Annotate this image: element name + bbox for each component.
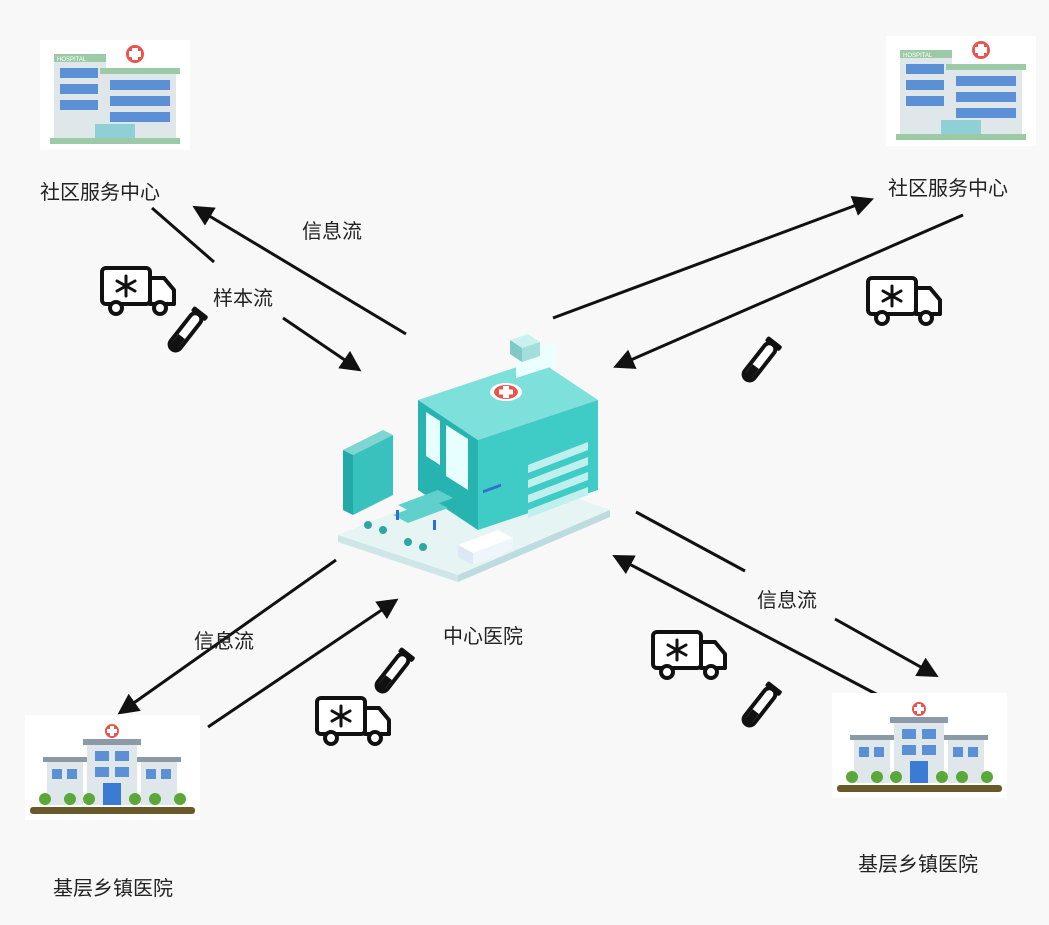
label-township-hospital-bl: 基层乡镇医院 [53, 876, 173, 900]
arrow-br-info-b [834, 617, 939, 678]
central-hospital [338, 330, 610, 582]
hospital-building-icon: HOSPITAL [40, 40, 190, 150]
flow-label-tl-info: 信息流 [302, 219, 362, 243]
township-hospital-bottom-right [832, 693, 1007, 798]
arrow-tr-in [613, 213, 964, 369]
label-township-hospital-br: 基层乡镇医院 [858, 852, 978, 876]
clinic-building-icon [25, 715, 200, 820]
arrow-br-in [612, 555, 879, 697]
flow-label-tl-sample: 样本流 [213, 286, 273, 310]
arrow-tl-sample-b [282, 316, 362, 372]
arrow-bl-in [207, 598, 399, 729]
label-community-center-tl: 社区服务中心 [40, 180, 160, 204]
clinic-building-icon [832, 693, 1007, 798]
svg-text:HOSPITAL: HOSPITAL [903, 53, 933, 59]
hospital-building-icon: HOSPITAL [886, 36, 1036, 146]
community-center-top-left: HOSPITAL [40, 40, 190, 150]
arrow-tl-sample-a [151, 206, 215, 264]
arrow-tr-out [552, 196, 874, 320]
community-center-top-right: HOSPITAL [886, 36, 1036, 146]
central-hospital-icon [338, 334, 610, 582]
label-community-center-tr: 社区服务中心 [888, 176, 1008, 200]
arrow-bl-info [117, 558, 337, 715]
arrow-tl-info [192, 205, 407, 336]
township-hospital-bottom-left [25, 715, 200, 820]
flow-label-bl-info: 信息流 [194, 629, 254, 653]
label-central-hospital: 中心医院 [443, 624, 523, 648]
svg-text:HOSPITAL: HOSPITAL [57, 57, 87, 63]
arrow-br-info-a [635, 510, 746, 573]
flow-label-br-info: 信息流 [757, 588, 817, 612]
